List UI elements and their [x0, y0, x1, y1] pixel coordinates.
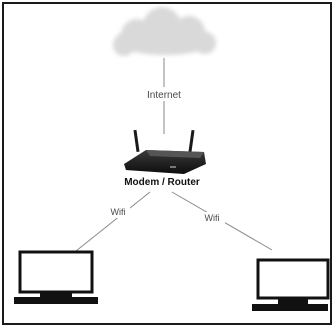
edge-wifi-right-label-bg: [199, 212, 225, 224]
edge-wifi-right: Wifi: [171, 191, 273, 251]
computer-icon: [252, 258, 330, 311]
router-label: Modem / Router: [124, 177, 200, 188]
cloud-icon: [113, 7, 216, 56]
edge-internet: Internet: [143, 58, 185, 134]
edge-internet-label-bg: [143, 87, 185, 101]
edge-wifi-left-label-bg: [106, 206, 130, 218]
edge-internet-label: Internet: [147, 90, 181, 101]
computer-icon: [14, 250, 98, 304]
router-icon: [124, 129, 206, 174]
edge-wifi-left: Wifi: [75, 191, 151, 252]
edge-wifi-left-label: Wifi: [111, 207, 126, 217]
edge-wifi-right-label: Wifi: [205, 213, 220, 223]
